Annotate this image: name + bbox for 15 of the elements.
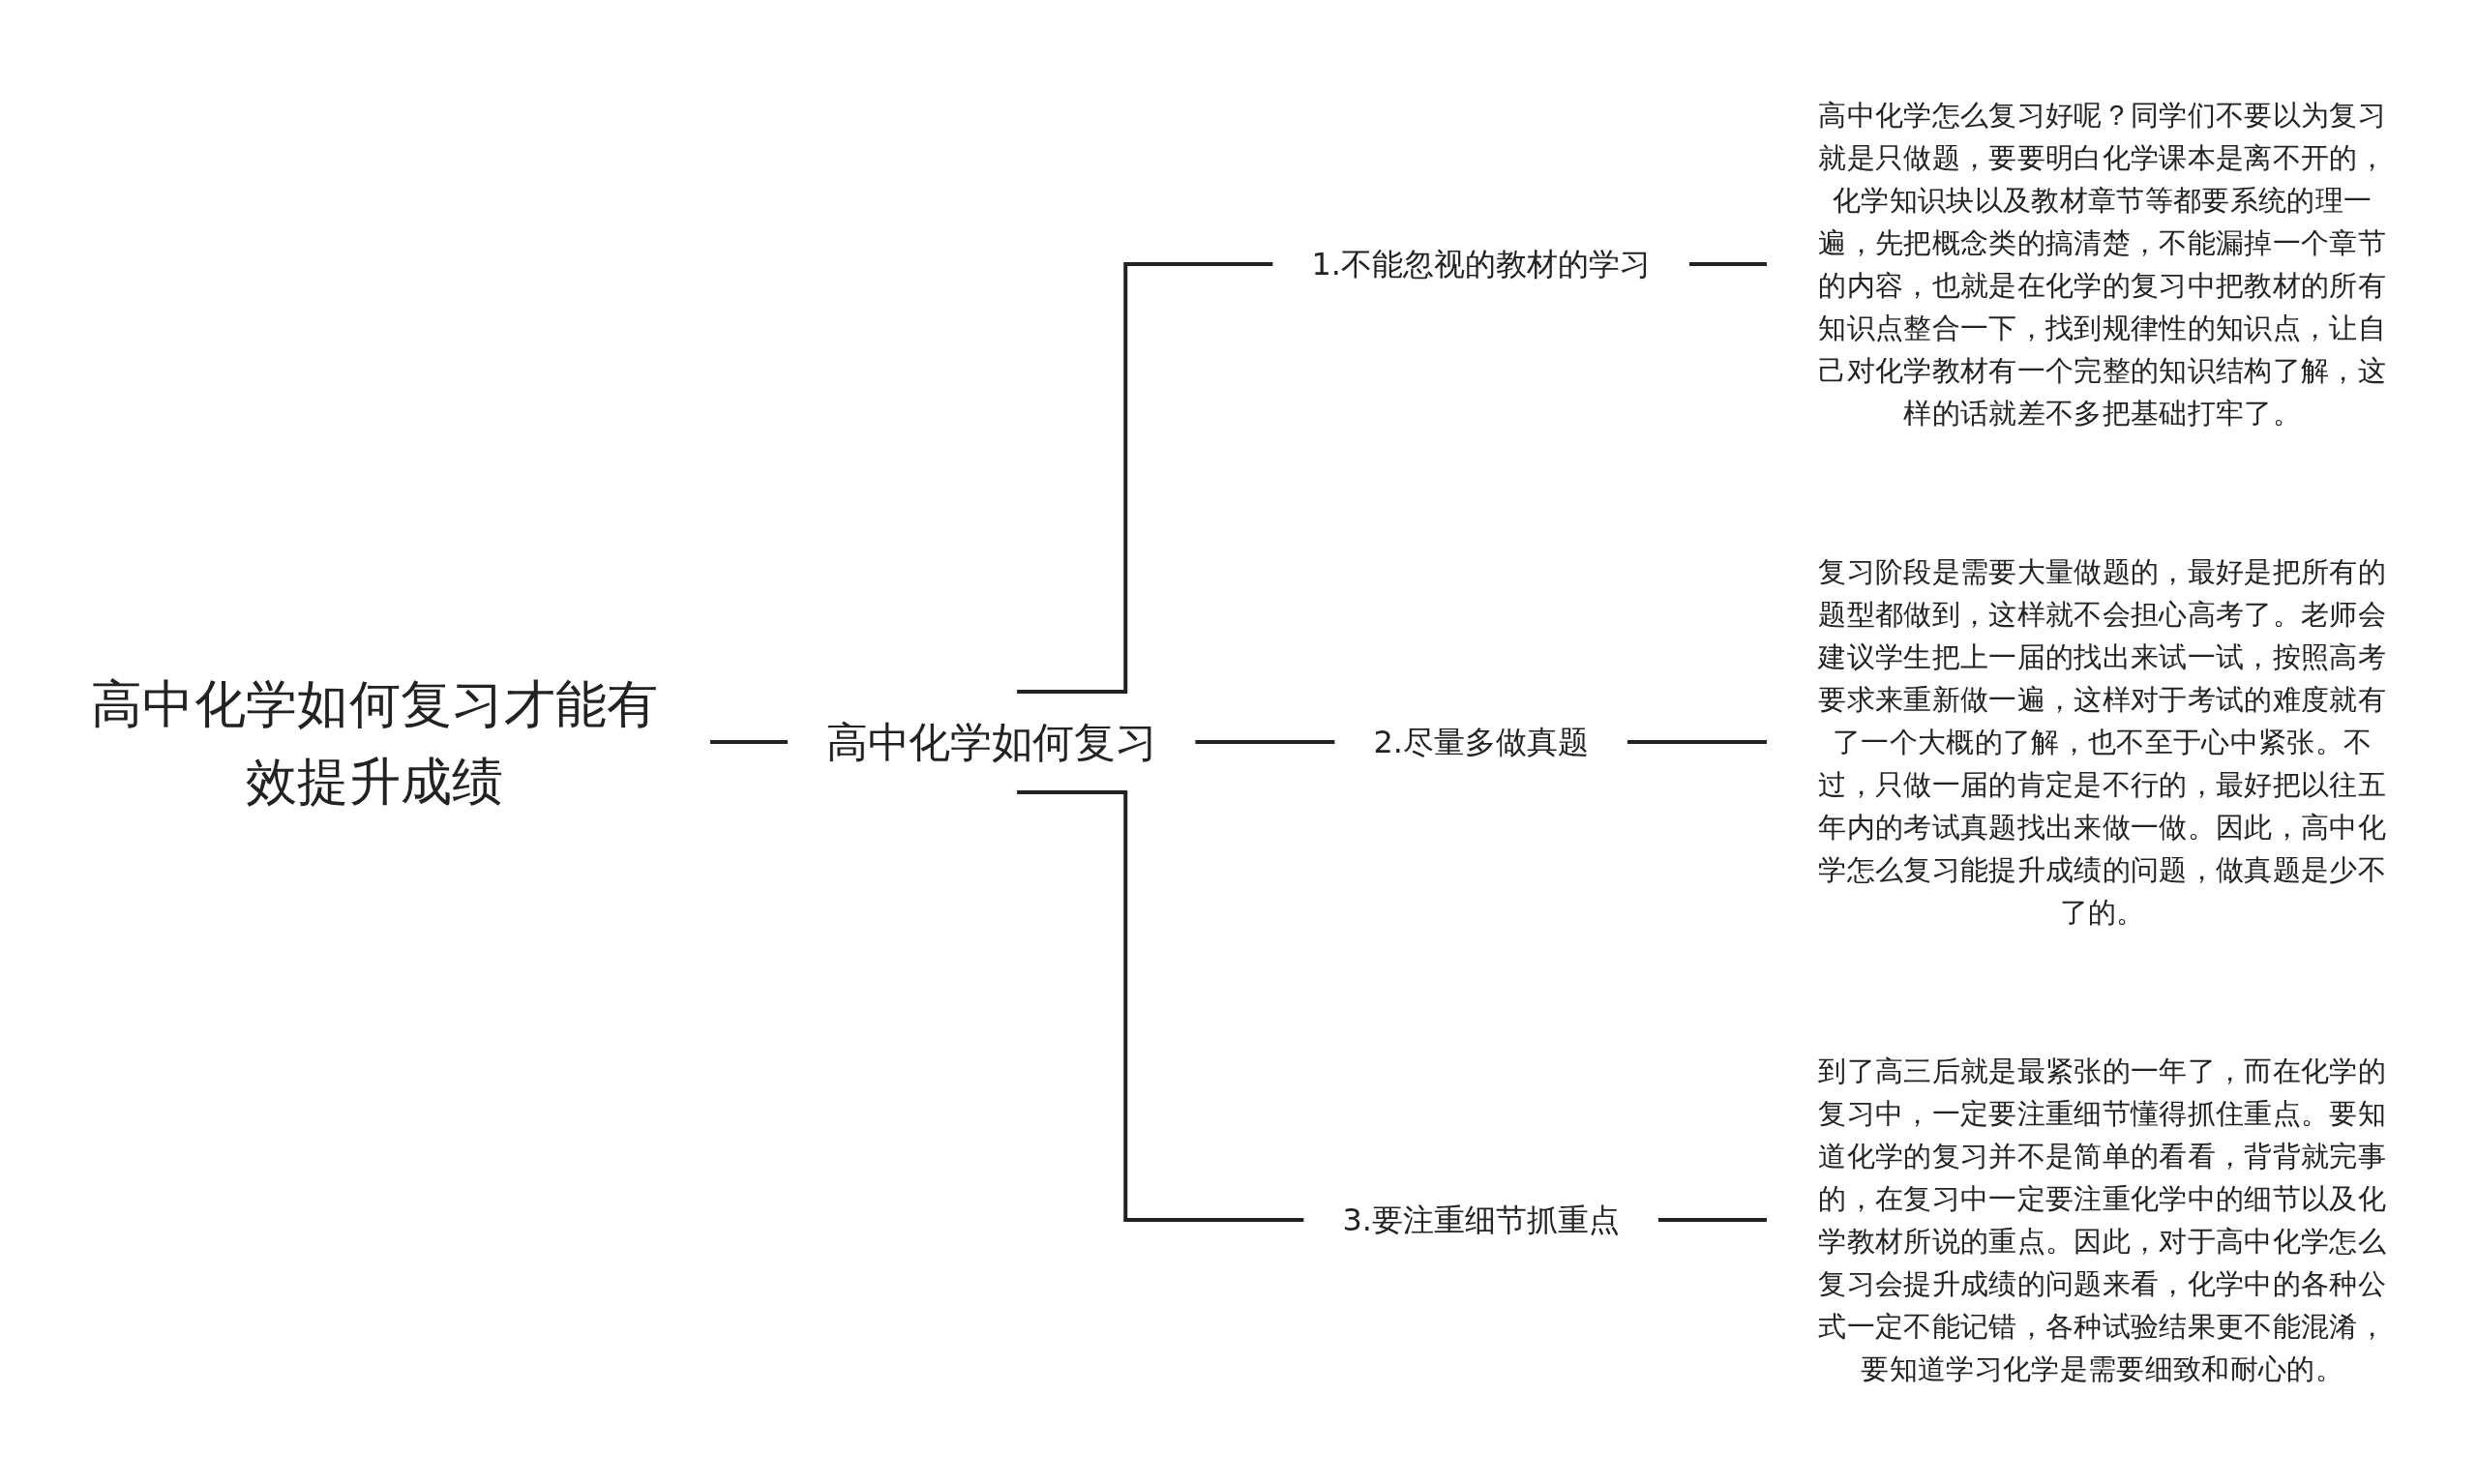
node-text: 复习阶段是需要大量做题的，最好是把所有的题型都做到，这样就不会担心高考了。老师会建议学生把上一届的找出来试一试，按照高考要求来重新做一遍，这样对于考试的难度就有了一个大概的了解，也不至于心中紧张。不过，只做一届的肯定是不行的，最好把以往五年内的考试真题找出来做一做。因此，高中化学怎么复习能提升成绩的问题，做真题是少不了的。 [1818, 555, 2386, 929]
connector [710, 740, 789, 744]
connector [1657, 1218, 1767, 1222]
node-text: 2.尽量多做真题 [1373, 724, 1589, 760]
node-text: 1.不能忽视的教材的学习 [1311, 246, 1651, 282]
connector [1195, 740, 1335, 744]
node-text: 高中化学如何复习才能有效提升成绩 [91, 673, 659, 811]
connector [1017, 262, 1273, 694]
node-text: 高中化学如何复习 [826, 717, 1157, 767]
node-text: 到了高三后就是最紧张的一年了，而在化学的复习中，一定要注重细节懂得抓住重点。要知道化学的复习并不是简单的看看，背背就完事的，在复习中一定要注重化学中的细节以及化学教材所说的重点。因此，对于高中化学怎么复习会提升成绩的问题来看，化学中的各种公式一定不能记错，各种试验结果更不能混淆，要知道学习化学是需要细致和耐心的。 [1818, 1054, 2386, 1385]
connector [1626, 740, 1767, 744]
node-text: 3.要注重细节抓重点 [1342, 1202, 1620, 1238]
connector [1017, 790, 1304, 1222]
connector [1688, 262, 1767, 266]
node-text: 高中化学怎么复习好呢？同学们不要以为复习就是只做题，要要明白化学课本是离不开的，化学知识块以及教材章节等都要系统的理一遍，先把概念类的搞清楚，不能漏掉一个章节的内容，也就是在化学的复习中把教材的所有知识点整合一下，找到规律性的知识点，让自己对化学教材有一个完整的知识结构了解，这样的话就差不多把基础打牢了。 [1818, 99, 2386, 430]
